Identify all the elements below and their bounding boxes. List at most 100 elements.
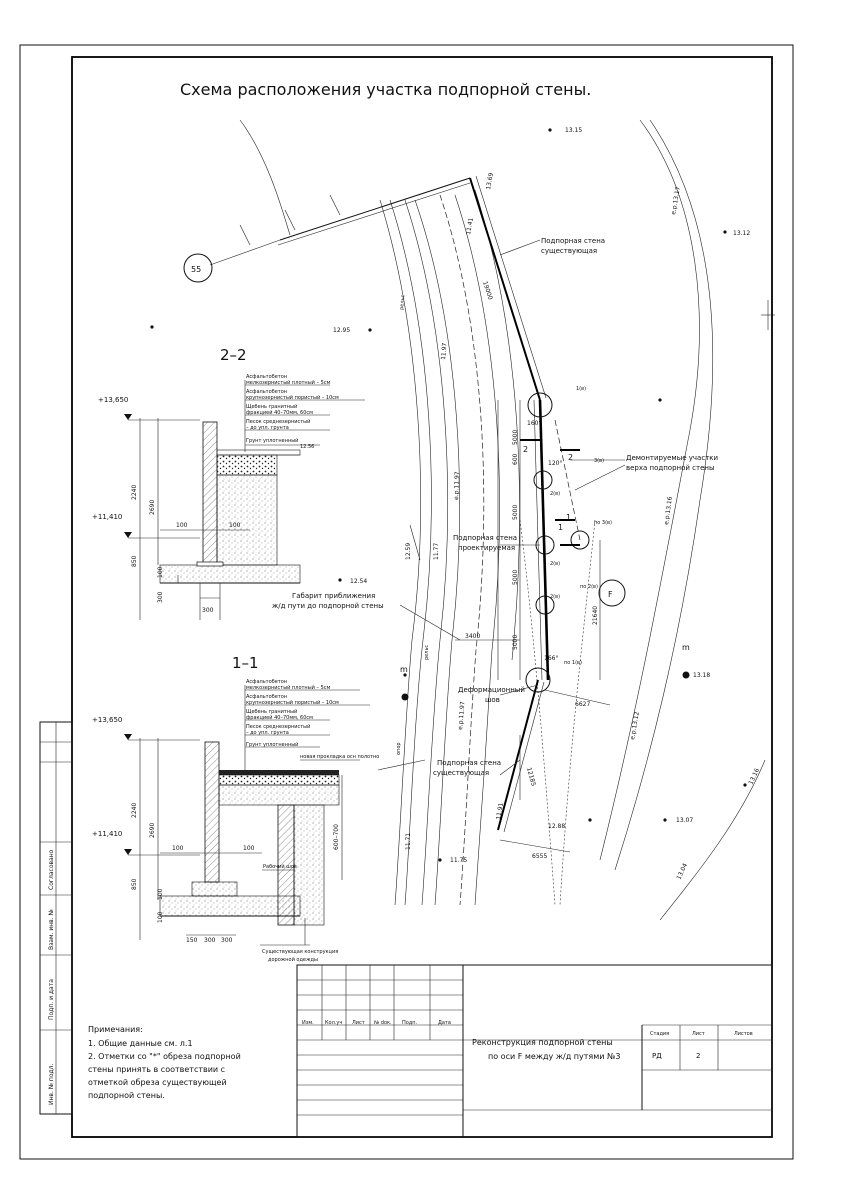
dim-21640: 21640: [592, 606, 599, 625]
angle-166: 166°: [544, 655, 558, 662]
tb-col-podp: Подп.: [402, 1020, 418, 1026]
mark-18: 11.41: [465, 217, 475, 235]
notes-block: Примечания: 1. Общие данные см. л.1 2. О…: [88, 1025, 241, 1100]
point-3v: 3(в): [594, 458, 604, 464]
point-2v-b: 2(в): [550, 561, 560, 567]
angle-160: 160°: [527, 420, 541, 427]
s22-layer-8: – до упл. грунта: [246, 425, 289, 431]
s11-mid-mark: +11,410: [92, 830, 122, 838]
section-11-title: 1–1: [232, 654, 259, 672]
tb-col-date: Дата: [438, 1020, 451, 1026]
s11-dim-300-b: 300: [221, 937, 233, 944]
cut-mark-3: 1: [558, 523, 563, 532]
dim-3400: 3400: [465, 633, 480, 640]
axis-f-bubble: [598, 579, 626, 607]
cut-mark-2: 2: [568, 453, 573, 462]
note-line-3: стены принять в соответствии с: [88, 1065, 225, 1074]
note-line-2: 2. Отметки со "*" обреза подпорной: [88, 1052, 241, 1061]
tb-name-1: Реконструкция подпорной стены: [472, 1038, 613, 1047]
point-2v-a: 2(в): [550, 491, 560, 497]
mark-19: 13.69: [485, 172, 495, 190]
s22-dim-300-a: 300: [157, 591, 164, 603]
dim-19000: 19000: [481, 280, 494, 300]
s11-layer-8: – до упл. грунта: [246, 730, 289, 736]
mark-4: е.р.13.17: [670, 186, 682, 215]
rail-label-3: опор: [396, 742, 402, 755]
tb-col-kol: Кол.уч: [325, 1020, 342, 1026]
tb-col-doc: № doк.: [374, 1020, 392, 1026]
side-stamp: Согласовано Взам. инв. № Подп. и дата Ин…: [39, 721, 73, 1115]
mark-1: 13.15: [565, 127, 582, 134]
s11-dim-2240: 2240: [131, 803, 138, 818]
callout-deform-1: Деформационный: [458, 686, 525, 694]
note-line-1: 1. Общие данные см. л.1: [88, 1039, 193, 1048]
stamp-inv-replace: Взам. инв. №: [48, 909, 55, 950]
tb-sheet: 2: [696, 1052, 700, 1060]
s22-dim-100-c: 100: [157, 566, 164, 578]
s11-existing-1: Существующая конструкция: [262, 949, 338, 955]
mark-7: 11.77: [433, 543, 440, 560]
notes-heading: Примечания:: [88, 1025, 143, 1034]
s11-layer-3: Асфальтобетон: [246, 694, 287, 700]
callout-clearance-1: Габарит приближения: [292, 592, 375, 600]
grid-axis-label: 55: [191, 265, 201, 274]
point-po2v: по 2(в): [580, 584, 598, 590]
callout-existing-bottom-2: существующая: [433, 769, 489, 777]
callout-clearance-2: ж/д пути до подпорной стены: [272, 602, 384, 610]
cut-mark-1: 2: [523, 445, 528, 454]
rail-label-2: рельс: [424, 645, 430, 660]
mark-15: 11.75: [450, 857, 467, 864]
s22-layer-6: фракцией 40–70мм, 60см: [246, 409, 313, 416]
s22-dim-100-a: 100: [176, 522, 188, 529]
s11-dim-100-a: 100: [172, 845, 184, 852]
s22-dim-2690: 2690: [149, 500, 156, 515]
dim-6555: 6555: [532, 853, 547, 860]
s11-dim-850: 850: [131, 878, 138, 890]
mark-11: е.р.13.12: [629, 711, 641, 740]
mark-8: е.р.11.97: [453, 471, 461, 500]
s22-layer-1: Асфальтобетон: [246, 374, 287, 380]
s22-top-mark: +13,650: [98, 396, 128, 404]
s11-layer-6: фракцией 40–70мм, 60см: [246, 714, 313, 721]
section-1-1: 1–1 +13,650 +11,410 224: [92, 654, 379, 963]
note-line-5: подпорной стены.: [88, 1091, 165, 1100]
tb-sheets-head: Листов: [734, 1031, 753, 1037]
mark-14: 11.71: [405, 833, 412, 850]
section-2-2: 2–2 +13,650 +11,410 2240 2690: [92, 346, 365, 620]
callout-designed-2: проектируемая: [458, 544, 515, 552]
mark-5: е.р.13.16: [663, 496, 674, 525]
s11-layer-1: Асфальтобетон: [246, 679, 287, 685]
mark-16: 13.04: [675, 862, 689, 881]
callout-demolish-1: Демонтируемые участки: [626, 454, 718, 462]
callout-designed-1: Подпорная стена: [453, 534, 517, 542]
section-22-title: 2–2: [220, 346, 247, 364]
cut-mark-4: 1: [566, 513, 571, 522]
callout-existing-top-1: Подпорная стена: [541, 237, 605, 245]
s11-dim-100-d: 100: [157, 888, 164, 900]
mark-12: 13.07: [676, 817, 693, 824]
dim-5000-d: 5000: [512, 635, 519, 650]
s11-layer-4: крупнозернистый пористый – 10см: [246, 699, 339, 706]
mark-10: 13.18: [693, 672, 710, 679]
dim-5000-a: 5000: [512, 430, 519, 445]
s11-existing-2: дорожной одежды: [268, 956, 318, 963]
s11-dim-300-a: 300: [204, 937, 216, 944]
dim-6627: 6627: [575, 701, 590, 708]
s11-dim-100-c: 100: [157, 911, 164, 923]
s11-dim-2690: 2690: [149, 823, 156, 838]
s22-layer-3: Асфальтобетон: [246, 389, 287, 395]
page-title: Схема расположения участка подпорной сте…: [180, 80, 591, 99]
mark-20: 11.91: [495, 802, 505, 820]
s22-dim-850: 850: [131, 555, 138, 567]
m-letter-1: m: [400, 665, 408, 674]
mark-17: 13.16: [747, 767, 761, 786]
mark-6: 12.59: [405, 543, 412, 560]
s22-layer-7: Песок среднезернистый: [246, 418, 310, 425]
s11-top-mark: +13,650: [92, 716, 122, 724]
s11-drainage: новая прокладка осн полотно: [300, 754, 379, 760]
dim-12185: 12185: [525, 767, 537, 787]
s22-dim-2240: 2240: [131, 485, 138, 500]
mark-3: 12.95: [333, 327, 350, 334]
s22-mid-mark: +11,410: [92, 513, 122, 521]
